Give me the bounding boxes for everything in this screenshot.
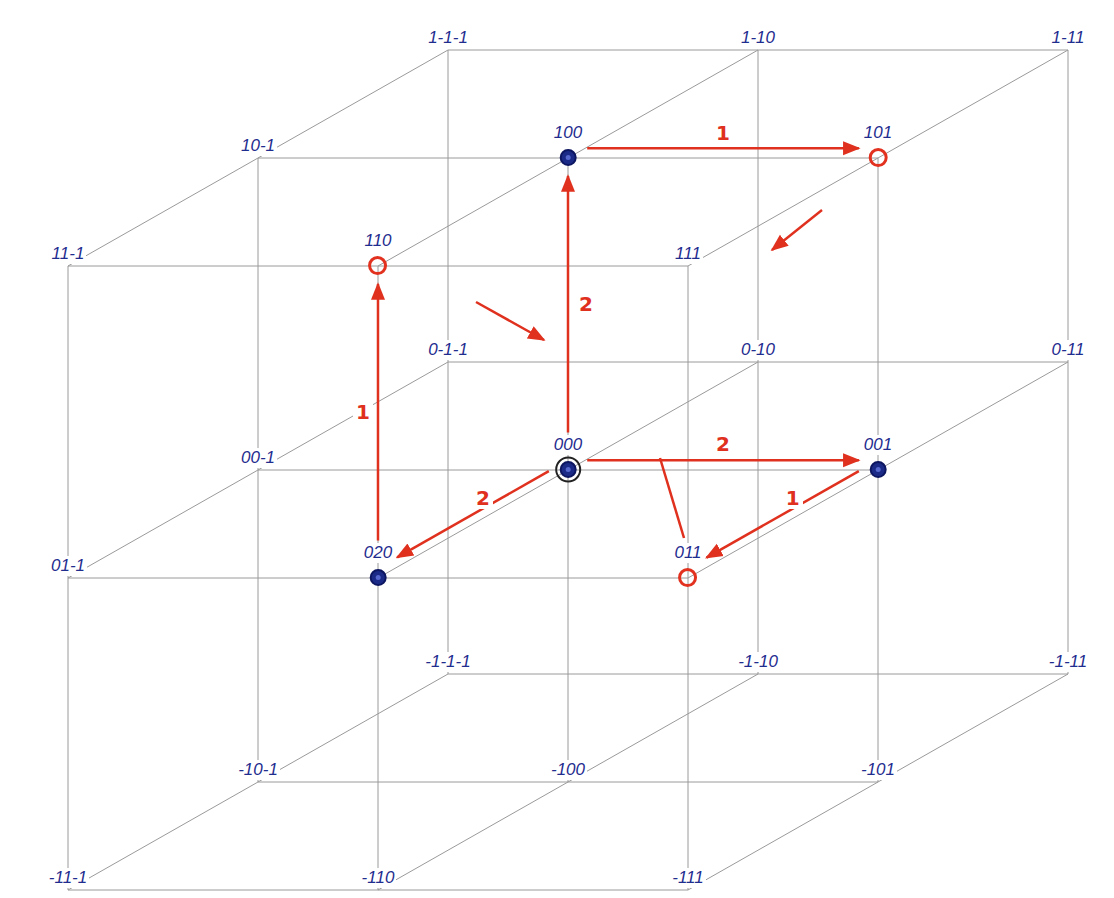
lattice-point: 101 [862, 123, 894, 173]
coordinate-label: 0-1-1 [426, 340, 470, 360]
coordinate-label: 0-11 [1050, 340, 1087, 360]
lattice-point: 100 [552, 123, 584, 173]
point-coordinate: 020 [362, 543, 394, 563]
coordinate-label: 1-10 [739, 28, 777, 48]
lattice-point: 000 [552, 435, 584, 485]
move-number: 1 [783, 487, 803, 509]
coordinate-label: 11-1 [50, 244, 87, 264]
move-arrow [377, 284, 380, 540]
lattice-point: 110 [362, 231, 393, 281]
lattice-lines [68, 50, 1068, 890]
dot-centre [566, 468, 571, 473]
move-number: 2 [713, 433, 733, 455]
coordinate-label: -111 [670, 868, 706, 888]
red-ring [870, 150, 886, 166]
move-arrow [476, 302, 544, 340]
lattice-line [68, 266, 688, 267]
coordinate-label: 10-1 [239, 136, 277, 156]
coordinate-label: 0-10 [739, 340, 777, 360]
lattice-line [688, 50, 1068, 266]
move-arrow [567, 176, 570, 432]
coordinate-label: -11-1 [47, 868, 89, 888]
point-coordinate: 110 [362, 231, 393, 251]
coordinate-label: -101 [859, 760, 897, 780]
coordinate-label: 1-1-1 [426, 28, 470, 48]
point-coordinate: 000 [552, 435, 584, 455]
point-coordinate: 001 [862, 435, 894, 455]
blue-dot [871, 463, 886, 478]
origin-ring [556, 458, 580, 482]
move-number: 1 [353, 401, 373, 423]
move-number: 2 [473, 487, 493, 509]
dot-centre [876, 468, 881, 473]
coordinate-label: 1-11 [1050, 28, 1087, 48]
move-number: 1 [713, 122, 733, 144]
lattice-point: 001 [862, 435, 894, 485]
blue-dot [371, 571, 386, 586]
dot-centre [376, 576, 381, 581]
coordinate-label: -100 [549, 760, 587, 780]
coordinate-label: -10-1 [236, 760, 280, 780]
lattice-point: 020 [362, 543, 394, 593]
red-ring [370, 258, 386, 274]
point-coordinate: 101 [862, 123, 894, 143]
coordinate-label: 00-1 [239, 448, 277, 468]
lattice-line [688, 266, 689, 890]
point-coordinate: 100 [552, 123, 584, 143]
move-number: 2 [576, 293, 596, 315]
coordinate-label: -1-10 [736, 652, 780, 672]
red-ring [680, 570, 696, 586]
blue-dot [561, 151, 576, 166]
dot-centre [566, 156, 571, 161]
lattice-point: 011 [672, 543, 703, 593]
move-arrow [772, 210, 822, 250]
move-arrow [587, 459, 859, 462]
blue-dot [561, 463, 576, 478]
move-arrow [587, 147, 859, 150]
move-arrow [397, 471, 549, 557]
move-stroke [660, 458, 684, 538]
coordinate-label: -1-11 [1047, 652, 1089, 672]
coordinate-label: 111 [673, 244, 703, 264]
move-arrow [707, 471, 859, 558]
coordinate-label: -110 [360, 868, 397, 888]
coordinate-label: -1-1-1 [423, 652, 472, 672]
lattice-line [68, 266, 69, 890]
coordinate-label: 01-1 [49, 556, 87, 576]
point-coordinate: 011 [672, 543, 703, 563]
